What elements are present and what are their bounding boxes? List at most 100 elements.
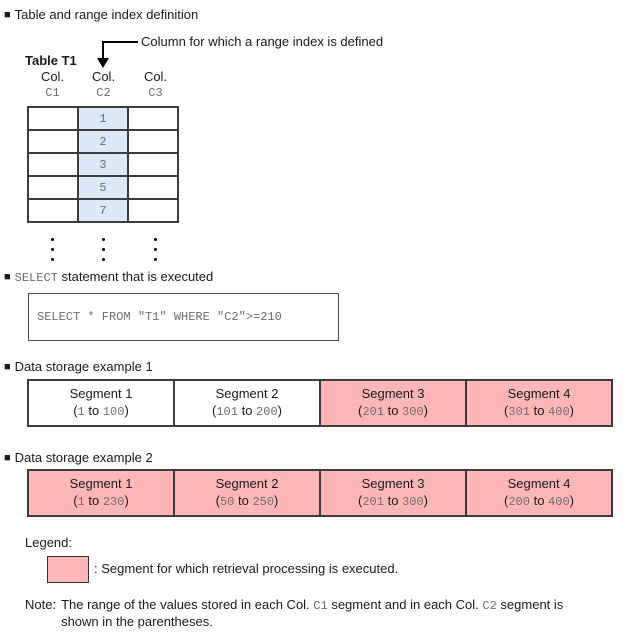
segment-2: Segment 2 (50 to 250) — [173, 471, 319, 515]
range-to-word: to — [237, 493, 249, 508]
table-t1: 1 2 3 5 7 — [27, 106, 179, 223]
section-heading-select: ■SELECT statement that is executed — [4, 269, 213, 286]
table-cell-c2: 3 — [77, 152, 129, 177]
note-text: The range of the values stored in each C… — [61, 597, 310, 612]
segment-name: Segment 1 — [69, 386, 133, 401]
heading-text: Data storage example 2 — [14, 450, 153, 465]
note-col-c2: C2 — [482, 599, 497, 613]
segment-2: Segment 2 (101 to 200) — [173, 381, 319, 425]
legend-highlight-swatch — [47, 556, 89, 583]
paren: ( — [212, 403, 217, 418]
section-heading-example-1: ■Data storage example 1 — [4, 359, 153, 376]
paren: ( — [358, 493, 363, 508]
down-arrow-icon — [97, 58, 109, 68]
note-text: segment and in each Col. — [331, 597, 479, 612]
segment-range: (200 to 400) — [504, 492, 574, 511]
heading-text: statement that is executed — [61, 269, 214, 284]
note-col-c1: C1 — [313, 599, 328, 613]
range-to: 400 — [548, 405, 570, 419]
section-heading-table-definition: ■Table and range index definition — [4, 7, 198, 24]
sql-statement-box: SELECT * FROM "T1" WHERE "C2">=210 — [28, 293, 339, 341]
column-header-1: Col. — [40, 69, 65, 84]
segment-name: Segment 2 — [215, 386, 279, 401]
callout-arrow-line — [102, 41, 104, 59]
storage-example-2-row: Segment 1 (1 to 230) Segment 2 (50 to 25… — [27, 469, 613, 517]
range-to-word: to — [387, 403, 399, 418]
range-from: 1 — [77, 495, 85, 509]
range-to-word: to — [241, 403, 253, 418]
range-to-word: to — [88, 493, 100, 508]
callout-connector-line — [103, 41, 138, 43]
ellipsis-dots-c2 — [78, 238, 129, 261]
range-from: 101 — [216, 405, 238, 419]
paren: ) — [274, 493, 279, 508]
table-cell — [127, 152, 179, 177]
table-cell — [27, 152, 79, 177]
select-keyword: SELECT — [14, 271, 58, 285]
paren: ( — [504, 493, 509, 508]
range-from: 301 — [508, 405, 530, 419]
storage-example-1-row: Segment 1 (1 to 100) Segment 2 (101 to 2… — [27, 379, 613, 427]
square-bullet-icon: ■ — [4, 452, 11, 464]
legend-title: Legend: — [25, 535, 72, 550]
segment-3: Segment 3 (201 to 300) — [319, 381, 465, 425]
segment-range: (50 to 250) — [216, 492, 279, 511]
table-cell-c2: 2 — [77, 129, 129, 154]
range-to: 200 — [256, 405, 278, 419]
paren: ) — [124, 403, 129, 418]
table-cell — [27, 129, 79, 154]
column-name-c3: C3 — [148, 86, 163, 100]
paren: ) — [569, 493, 574, 508]
range-from: 200 — [508, 495, 530, 509]
segment-4: Segment 4 (301 to 400) — [465, 381, 611, 425]
paren: ( — [504, 403, 509, 418]
range-to: 100 — [102, 405, 125, 419]
range-from: 201 — [362, 405, 384, 419]
ellipsis-dots-c3 — [130, 238, 181, 261]
heading-text: Data storage example 1 — [14, 359, 153, 374]
segment-range: (1 to 230) — [73, 492, 129, 511]
heading-text: Table and range index definition — [14, 7, 199, 22]
segment-name: Segment 4 — [507, 386, 571, 401]
table-row: 5 — [27, 175, 179, 200]
paren: ) — [277, 403, 282, 418]
range-to: 400 — [548, 495, 570, 509]
table-row: 7 — [27, 198, 179, 223]
column-header-2: Col. — [91, 69, 116, 84]
note-line-1: The range of the values stored in each C… — [61, 597, 563, 614]
segment-name: Segment 3 — [361, 476, 425, 491]
range-to: 300 — [402, 495, 424, 509]
range-from: 50 — [219, 495, 235, 509]
range-to-word: to — [533, 403, 545, 418]
paren: ( — [73, 403, 78, 418]
range-to: 230 — [102, 495, 125, 509]
sql-statement: SELECT * FROM "T1" WHERE "C2">=210 — [37, 310, 282, 324]
segment-name: Segment 3 — [361, 386, 425, 401]
paren: ) — [124, 493, 129, 508]
table-title: Table T1 — [25, 53, 77, 68]
callout-label: Column for which a range index is define… — [141, 34, 384, 49]
segment-range: (201 to 300) — [358, 492, 428, 511]
segment-3: Segment 3 (201 to 300) — [319, 471, 465, 515]
note: Note: The range of the values stored in … — [25, 597, 563, 630]
square-bullet-icon: ■ — [4, 9, 11, 21]
table-cell-c2: 5 — [77, 175, 129, 200]
note-line-2: shown in the parentheses. — [61, 614, 213, 629]
range-from: 201 — [362, 495, 384, 509]
table-cell — [127, 175, 179, 200]
column-header-3: Col. — [143, 69, 168, 84]
paren: ) — [569, 403, 574, 418]
table-row: 3 — [27, 152, 179, 177]
paren: ( — [358, 403, 363, 418]
range-to: 250 — [252, 495, 275, 509]
paren: ( — [215, 493, 220, 508]
segment-1: Segment 1 (1 to 100) — [29, 381, 173, 425]
ellipsis-dots-c1 — [27, 238, 78, 261]
segment-range: (1 to 100) — [73, 402, 129, 421]
table-cell — [27, 106, 79, 131]
segment-name: Segment 2 — [215, 476, 279, 491]
range-from: 1 — [77, 405, 85, 419]
column-name-c1: C1 — [45, 86, 60, 100]
segment-range: (101 to 200) — [212, 402, 282, 421]
table-cell — [127, 198, 179, 223]
